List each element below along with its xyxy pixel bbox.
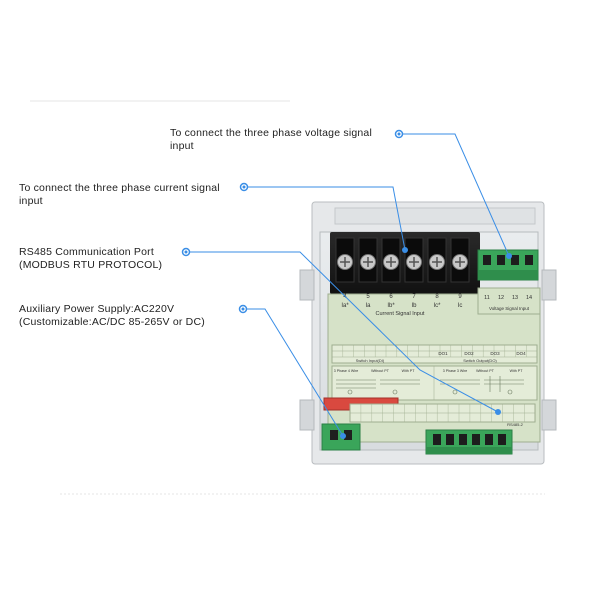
current-terminal-number: 9 [458,294,462,300]
voltage-terminal-13 [511,255,519,265]
voltage-leader [399,133,510,257]
do-label: DO1 [438,351,448,356]
rs485-annotation-line1: RS485 Communication Port [19,246,154,258]
rs485-terminal-pin [459,434,467,445]
wiring-label: Without PT [371,369,390,373]
current-signal-name: Ib [411,303,417,309]
power-annotation-line2: (Customizable:AC/DC 85-265V or DC) [19,316,205,328]
power-terminal-block [321,423,361,451]
current-annotation: To connect the three phase current signa… [19,182,220,208]
rs485-2-label: RS485-2 [507,422,524,427]
voltage-annotation-line2: input [170,140,194,152]
current-terminal-block [330,232,480,294]
current-signal-input-label: Current Signal Input [376,311,425,317]
voltage-terminal-11 [483,255,491,265]
current-terminal-number: 8 [435,294,439,300]
voltage-signal-input-label: Voltage Signal Input [489,306,530,311]
leader-dots [181,129,512,439]
current-terminal-number: 6 [389,294,393,300]
current-terminal-number: 5 [366,294,370,300]
power-leader [245,308,344,437]
current-signal-name: Ia* [341,303,349,309]
do-label: DO2 [464,351,474,356]
rs485-annotation-line2: (MODBUS RTU PROTOCOL) [19,259,163,271]
do-label: DO3 [490,351,500,356]
switch-output-label: Switch Output(DO) [463,358,497,363]
leader-lines [190,133,510,437]
rs485-leader [190,251,499,413]
current-signal-name: Ib* [387,303,395,309]
switch-input-label: Switch Input(DI) [356,358,385,363]
current-annotation-line2: input [19,195,43,207]
voltage-terminal-number: 12 [498,295,504,301]
wiring-label: With PT [402,369,416,373]
voltage-annotation-line1: To connect the three phase voltage signa… [170,127,372,139]
rs485-terminal-pin [498,434,506,445]
current-annotation-line1: To connect the three phase current signa… [19,182,220,194]
voltage-terminal-number: 13 [512,295,518,301]
current-terminal-number: 7 [412,294,416,300]
power-annotation-line1: Auxiliary Power Supply:AC220V [19,303,175,315]
current-leader [244,186,406,251]
voltage-terminal-14 [525,255,533,265]
bottom-terminal-table: RS485-2 [349,403,536,427]
rs485-terminal-pin [446,434,454,445]
wiring-label: With PT [510,369,524,373]
voltage-annotation: To connect the three phase voltage signa… [170,127,372,153]
current-signal-name: Ic [458,303,463,309]
current-signal-name: Ic* [433,303,441,309]
rs485-terminal-pin [472,434,480,445]
voltage-terminal-12 [497,255,505,265]
do-label: DO4 [516,351,526,356]
rs485-terminal-pin [433,434,441,445]
wiring-label: Without PT [476,369,495,373]
rs485-terminal-pin [485,434,493,445]
rs485-annotation: RS485 Communication Port (MODBUS RTU PRO… [19,246,162,272]
voltage-terminal-number: 11 [484,295,490,301]
power-annotation: Auxiliary Power Supply:AC220V (Customiza… [19,303,205,329]
voltage-terminal-number: 14 [526,295,532,301]
wiring-label: 3 Phase 3 Wire [443,369,468,373]
wiring-label: 3 Phase 4 Wire [334,369,359,373]
rs485-terminal-block [425,429,513,455]
current-signal-name: Ia [365,303,371,309]
